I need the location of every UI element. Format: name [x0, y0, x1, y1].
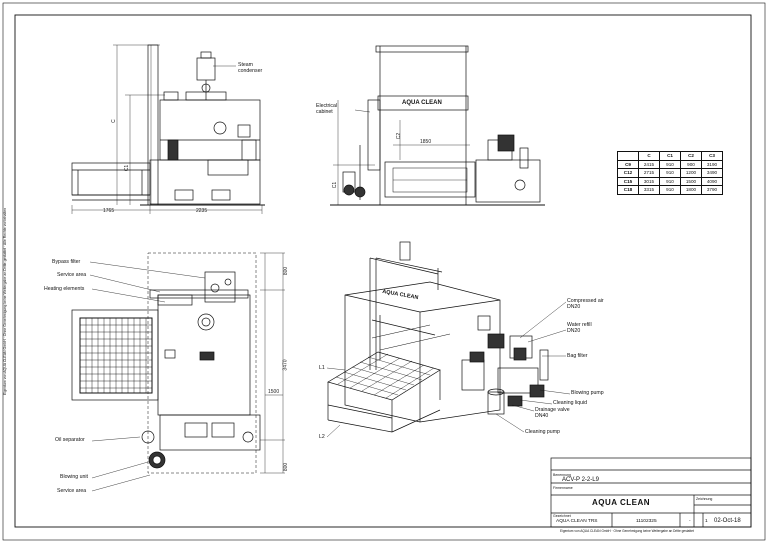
table-cell: 900 — [680, 159, 702, 169]
table-cell: 3490 — [701, 168, 723, 178]
drawn-by-label: Gezeichnet — [553, 514, 571, 518]
table-header: C1 — [659, 151, 681, 161]
table-row: C18 3315 910 1800 3790 — [617, 185, 723, 195]
table-row: C12 2715 910 1200 3490 — [617, 168, 723, 178]
table-cell: 2715 — [638, 168, 660, 178]
table-cell: C9 — [617, 159, 639, 169]
label-steam-condenser: Steam condenser — [238, 62, 263, 74]
table-cell: C18 — [617, 185, 639, 195]
dim-w2: 2235 — [196, 208, 208, 214]
label-service-area-bottom: Service area — [57, 488, 87, 494]
label-oil-separator: Oil separator — [55, 437, 85, 443]
label-blowing-unit: Blowing unit — [60, 474, 88, 480]
dim-bottom-800: 800 — [283, 462, 290, 472]
label-l2: L2 — [319, 434, 325, 440]
drawing-label: Zeichnung — [696, 497, 713, 501]
label-l1: L1 — [319, 365, 325, 371]
label-cleaning-pump: Cleaning pump — [525, 429, 560, 435]
drawn-by: AQUA CLEAN TRS — [556, 519, 598, 524]
table-cell: 3790 — [701, 185, 723, 195]
table-cell: 3190 — [701, 159, 723, 169]
label-electrical-cabinet: Electrical cabinet — [316, 103, 338, 115]
iso-view — [326, 241, 571, 438]
sheet-number: 1 — [705, 519, 708, 524]
dim-c2: C2 — [396, 132, 403, 140]
table-cell: 910 — [659, 185, 681, 195]
table-header: C2 — [680, 151, 702, 161]
dim-c1: C1 — [124, 164, 131, 172]
drawing-date: 02-Oct-18 — [714, 518, 741, 524]
scale: - — [689, 519, 691, 524]
side-brand-logo: AQUA CLEAN — [402, 100, 442, 106]
table-row: C15 3015 910 1500 4090 — [617, 176, 723, 186]
side-note: Eigentum von AQUA CLEAN GmbH · Ohne Gene… — [3, 207, 7, 395]
label-bypass-filter: Bypass filter — [52, 259, 81, 265]
label-heating-elements: Heating elements — [44, 286, 85, 292]
side-view — [330, 45, 545, 206]
title-block-frame — [550, 457, 752, 528]
table-cell: 2415 — [638, 159, 660, 169]
table-cell: 4090 — [701, 176, 723, 186]
drawing-title: ACV-P 2-2-L9 — [562, 477, 599, 483]
dim-1850: 1850 — [420, 139, 432, 145]
table-header — [617, 151, 639, 161]
front-view — [71, 44, 265, 214]
table-header-row: C C1 C2 C3 — [617, 151, 723, 161]
dim-3470: 3470 — [282, 359, 289, 371]
table-header: C — [638, 151, 660, 161]
title-block-brand: AQUA CLEAN — [592, 498, 651, 507]
table-cell: C12 — [617, 168, 639, 178]
table-cell: 3315 — [638, 185, 660, 195]
title-block-title-label: Benennung — [553, 473, 571, 477]
table-cell: 1800 — [680, 185, 702, 195]
table-cell: C15 — [617, 176, 639, 186]
table-cell: 1200 — [680, 168, 702, 178]
dim-c1-side: C1 — [332, 181, 339, 189]
company-label: Firmenname — [553, 486, 573, 490]
dimensions-table: C C1 C2 C3 C9 2415 910 900 3190 C12 2715… — [617, 151, 723, 195]
label-service-area-top: Service area — [57, 272, 87, 278]
label-drainage-valve: Drainage valve DN40 — [535, 407, 570, 419]
top-view — [71, 252, 285, 492]
drawing-number: 11102325 — [636, 519, 657, 524]
dim-w1: 1765 — [103, 208, 115, 214]
table-cell: 910 — [659, 159, 681, 169]
dim-top-800: 800 — [283, 266, 290, 276]
table-row: C9 2415 910 900 3190 — [617, 159, 723, 169]
label-blowing-pump: Blowing pump — [571, 390, 604, 396]
table-header: C3 — [701, 151, 723, 161]
table-cell: 1500 — [680, 176, 702, 186]
title-block-footer: Eigentum von AQUA CLEAN GmbH · Ohne Gene… — [560, 529, 694, 533]
table-cell: 910 — [659, 176, 681, 186]
dim-c: C — [110, 119, 117, 123]
table-cell: 3015 — [638, 176, 660, 186]
label-compressed-air: Compressed air DN20 — [567, 298, 604, 310]
label-cleaning-liquid: Cleaning liquid — [553, 400, 588, 406]
label-bag-filter: Bag filter — [567, 353, 588, 359]
label-water-refill: Water refill DN20 — [567, 322, 592, 334]
table-cell: 910 — [659, 168, 681, 178]
dim-1500: 1500 — [268, 389, 280, 395]
inner-border — [14, 14, 752, 528]
